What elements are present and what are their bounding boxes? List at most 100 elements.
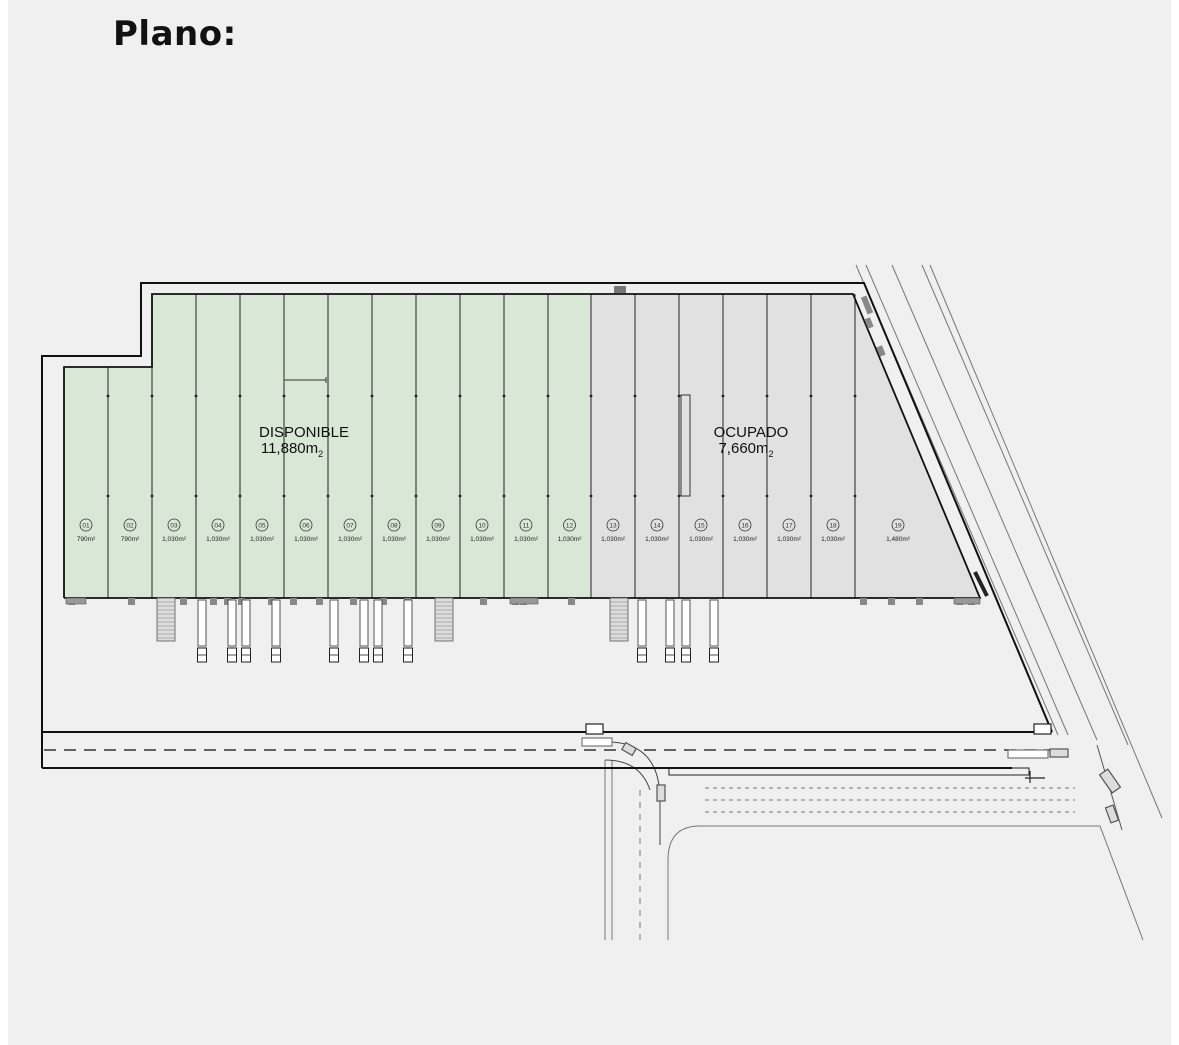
truck-icon	[271, 599, 281, 663]
bay-number: 11	[523, 523, 530, 530]
bay-area: 1,030m²	[558, 536, 583, 543]
truck-icon	[241, 599, 251, 663]
warehouse-building	[63, 286, 982, 599]
column-dot	[546, 394, 550, 398]
column-dot	[809, 394, 813, 398]
bay-number-badge	[891, 518, 905, 532]
bay-dividers	[106, 294, 857, 598]
bay-number: 05	[258, 523, 266, 530]
column-dot	[853, 394, 857, 398]
bay-area: 1,030m²	[733, 536, 758, 543]
available-area: 11,880m2	[261, 440, 323, 459]
bay-number-badge	[387, 518, 401, 532]
truck-icon	[359, 599, 369, 663]
dock-platform	[509, 597, 539, 605]
bay-area: 1,480m²	[886, 536, 911, 543]
column-dot	[502, 394, 506, 398]
dock-door-icon	[480, 598, 487, 605]
ramp-icon	[609, 597, 629, 642]
parked-trucks	[197, 599, 719, 663]
dock-platform	[953, 597, 981, 605]
column-dot	[633, 394, 637, 398]
column-dot	[282, 494, 286, 498]
bay-area: 1,030m²	[382, 536, 407, 543]
dock-door-icon	[316, 598, 323, 605]
bay-number-badge	[519, 518, 533, 532]
ramp	[609, 597, 629, 642]
column-dot	[458, 394, 462, 398]
dock-door-icon	[210, 598, 217, 605]
bay-number: 15	[697, 523, 705, 530]
ramp	[156, 597, 176, 642]
bay-area: 1,030m²	[470, 536, 495, 543]
bay-area: 1,030m²	[514, 536, 539, 543]
bay-number: 13	[609, 523, 617, 530]
column-dot	[853, 494, 857, 498]
column-dot	[414, 394, 418, 398]
truck-trailer	[329, 599, 339, 647]
bay-number-badge	[694, 518, 708, 532]
bay-number-badge	[167, 518, 181, 532]
bay-area: 1,030m²	[601, 536, 626, 543]
column-dot	[194, 394, 198, 398]
occupied-zone	[591, 294, 980, 598]
truck-icon	[227, 599, 237, 663]
column-dot	[458, 494, 462, 498]
dock-door-icon	[916, 598, 923, 605]
dock-door-icon	[224, 598, 231, 605]
bay-number-badge	[738, 518, 752, 532]
column-dot	[414, 494, 418, 498]
ramp-icon	[156, 597, 176, 642]
bay-number-badge	[255, 518, 269, 532]
column-dot	[677, 494, 681, 498]
bay-area: 1,030m²	[294, 536, 319, 543]
bay-number: 02	[126, 523, 134, 530]
bay-number: 08	[390, 523, 398, 530]
bay-number: 16	[741, 523, 749, 530]
column-dot	[721, 394, 725, 398]
bay-number: 12	[566, 523, 574, 530]
dimension-markers	[283, 377, 691, 497]
page-title: Plano:	[113, 14, 237, 54]
bay-number-badge	[79, 518, 93, 532]
column-dot	[194, 494, 198, 498]
bay-number: 03	[170, 523, 178, 530]
dock-door-icon	[860, 598, 867, 605]
truck-icon	[681, 599, 691, 663]
column-dot	[589, 394, 593, 398]
access-gates	[581, 295, 1122, 824]
dock-door-icon	[350, 598, 357, 605]
occupied-label: OCUPADO	[714, 424, 789, 441]
bay-number-badge	[123, 518, 137, 532]
column-dot	[546, 494, 550, 498]
truck-icon	[665, 599, 675, 663]
bay-number-badge	[431, 518, 445, 532]
bay-labels: 01790m²02790m²031,030m²041,030m²051,030m…	[77, 518, 911, 543]
column-dot	[326, 394, 330, 398]
truck-trailer	[373, 599, 383, 647]
column-dot	[150, 494, 154, 498]
loading-docks	[65, 597, 981, 642]
bay-area: 1,030m²	[821, 536, 846, 543]
truck-trailer	[227, 599, 237, 647]
page-margin-right	[1171, 0, 1179, 1045]
truck-icon	[329, 599, 339, 663]
bay-number: 10	[478, 523, 486, 530]
bay-number: 06	[302, 523, 310, 530]
column-dot	[282, 394, 286, 398]
dock-door-icon	[380, 598, 387, 605]
column-dot	[765, 494, 769, 498]
column-dot	[326, 494, 330, 498]
bay-number-badge	[343, 518, 357, 532]
column-dot	[765, 394, 769, 398]
site-boundary	[41, 282, 1053, 769]
dock-door-icon	[568, 598, 575, 605]
dock-door-icon	[180, 598, 187, 605]
bay-area: 1,030m²	[338, 536, 363, 543]
ramp-icon	[434, 597, 454, 642]
column-dot	[370, 394, 374, 398]
bay-number-badge	[606, 518, 620, 532]
truck-trailer	[709, 599, 719, 647]
bay-number: 04	[214, 523, 222, 530]
